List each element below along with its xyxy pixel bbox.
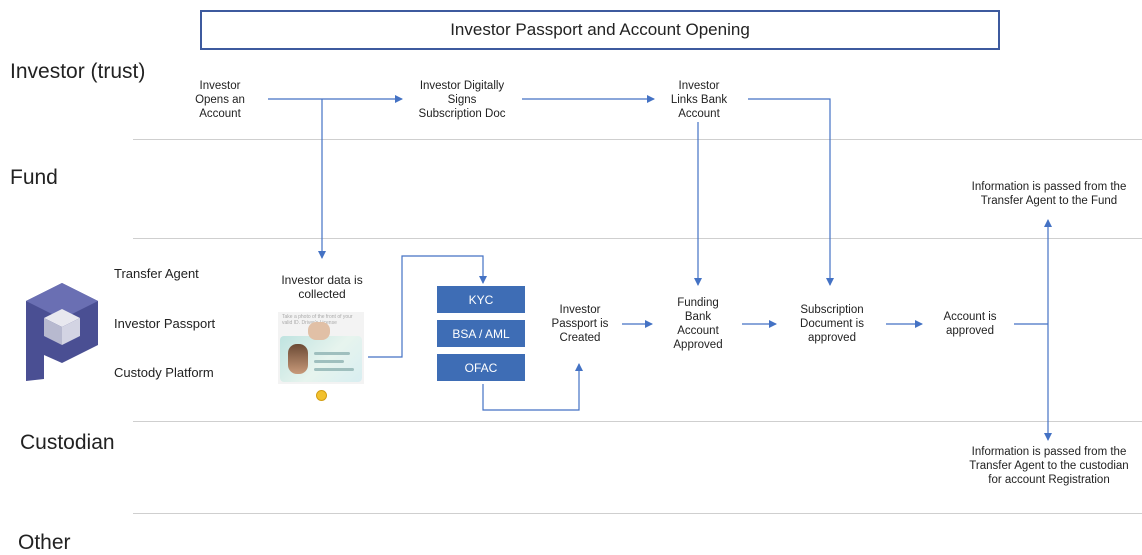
node-text: Document is [800,318,864,330]
node-funding-approved: Funding Bank Account Approved [658,296,738,352]
node-info-to-fund: Information is passed from the Transfer … [954,180,1142,208]
node-text: Bank [684,311,712,323]
lane-label-custodian: Custodian [20,431,115,454]
id-card-photo-icon: Take a photo of the front of your valid … [278,312,364,384]
node-text: approved [946,325,994,337]
node-data-collected: Investor data is collected [270,273,374,301]
node-text: approved [808,332,856,344]
node-text: Account [199,108,241,120]
label-custody-platform: Custody Platform [114,365,214,380]
node-investor-signs-doc: Investor Digitally Signs Subscription Do… [400,79,524,121]
diagram-title-text: Investor Passport and Account Opening [450,20,750,39]
lane-divider [133,139,1142,140]
label-investor-passport: Investor Passport [114,316,216,331]
node-text: Investor [199,80,241,92]
node-text: Investor [559,304,601,316]
photo-hint: Take a photo of the front of your valid … [282,314,353,326]
node-subscription-approved: Subscription Document is approved [780,303,884,345]
card-line [314,352,350,355]
node-text: Funding [677,297,719,309]
node-text: Investor [678,80,720,92]
node-text: Created [559,332,601,344]
node-info-to-custodian: Information is passed from the Transfer … [954,445,1142,487]
arrow-links-to-subscription [748,98,834,286]
node-text: Approved [673,339,723,351]
lane-divider [133,513,1142,514]
node-text: Investor Digitally [419,80,505,92]
investor-passport-logo-icon [26,283,98,381]
lane-divider [133,421,1142,422]
node-text: Subscription Doc [418,108,506,120]
label-transfer-agent: Transfer Agent [114,266,199,281]
diagram-title: Investor Passport and Account Opening [200,10,1000,50]
portrait-shape [288,344,308,374]
node-account-approved: Account is approved [924,310,1016,338]
node-text: Account is [943,311,997,323]
check-ofac: OFAC [437,354,525,381]
node-text: Passport is [551,318,609,330]
arrow-checks-to-passport [482,363,583,411]
card-line [314,360,344,363]
node-text: Signs [447,94,477,106]
lane-divider [133,238,1142,239]
node-text: collected [298,287,346,301]
check-bsa-aml: BSA / AML [437,320,525,347]
node-text: Transfer Agent to the Fund [980,195,1118,207]
check-kyc: KYC [437,286,525,313]
arrow-data-to-checks [368,255,487,358]
node-text: Opens an [195,94,245,106]
hand-shape [308,322,330,340]
node-investor-opens-account: Investor Opens an Account [180,79,260,121]
lane-label-fund: Fund [10,166,58,189]
node-text: Account [677,325,719,337]
node-investor-links-bank: Investor Links Bank Account [656,79,742,121]
node-text: Account [678,108,720,120]
node-text: Information is passed from the [971,446,1127,458]
lane-label-investor: Investor (trust) [10,60,146,83]
lane-label-other: Other [18,531,71,554]
node-text: Investor data is [281,273,363,287]
capture-button-icon [316,390,327,401]
node-text: Subscription [800,304,864,316]
node-text: Information is passed from the [971,181,1127,193]
node-passport-created: Investor Passport is Created [540,303,620,345]
node-text: for account Registration [988,474,1110,486]
node-text: Links Bank [670,94,728,106]
card-line [314,368,354,371]
node-text: Transfer Agent to the custodian [969,460,1129,472]
